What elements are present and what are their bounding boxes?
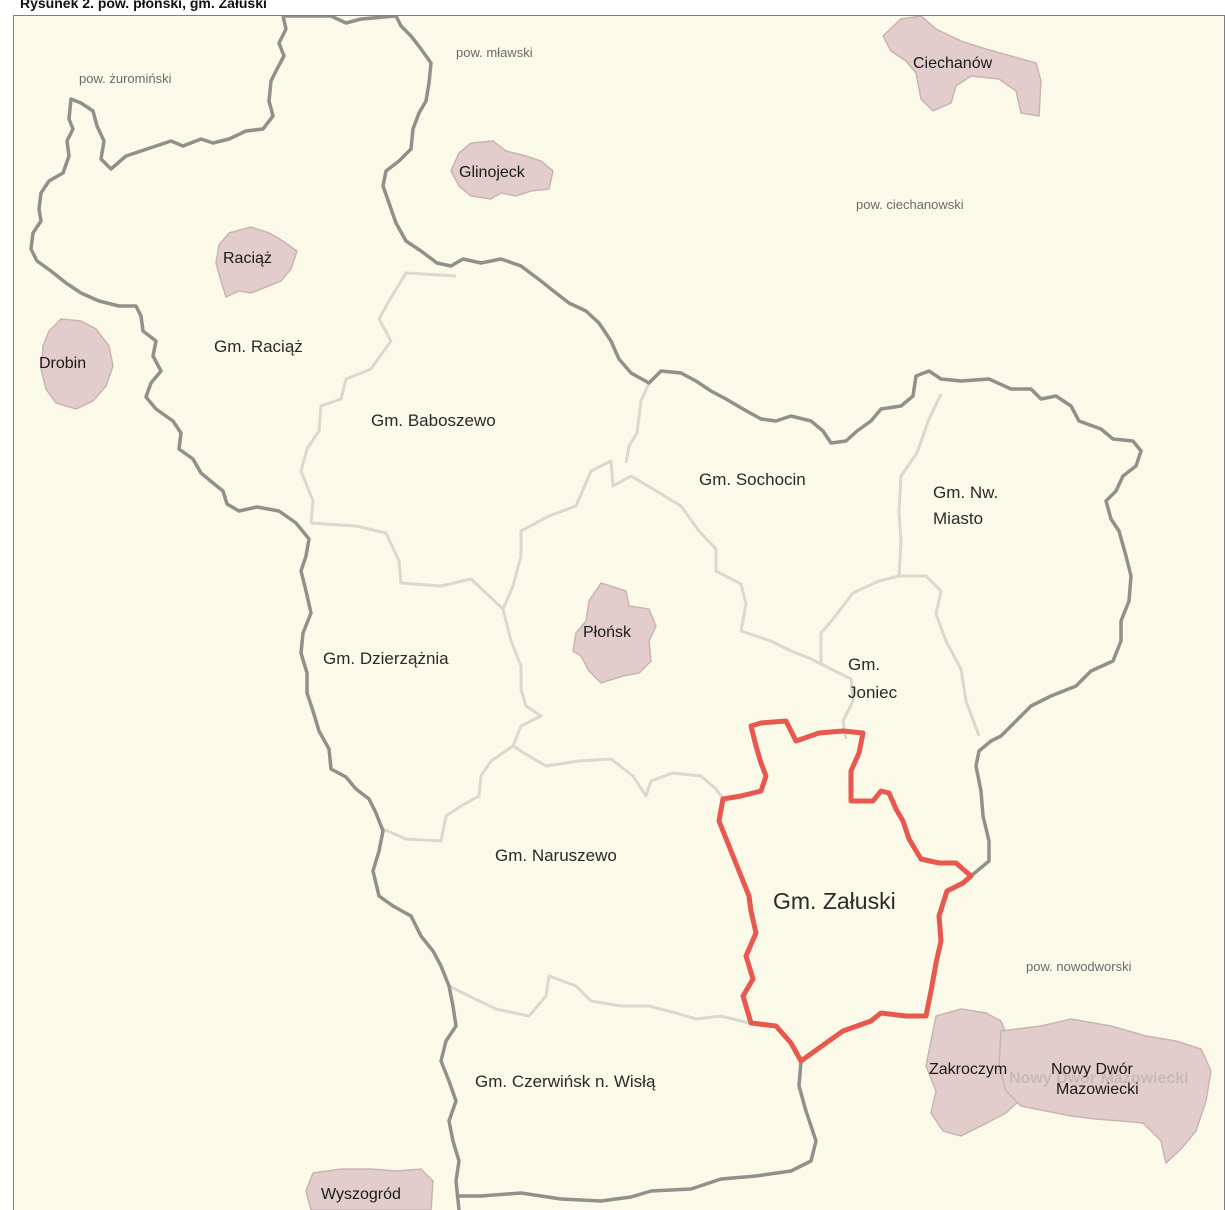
county-border-south [456, 1060, 818, 1203]
gmina-border-joniec-zaluski [820, 662, 855, 740]
gmina-label-nw-miasto-line2: Miasto [933, 509, 983, 528]
county-border-top-notch [283, 16, 397, 25]
town-label-zakroczym: Zakroczym [929, 1061, 1007, 1078]
county-border-west [29, 16, 461, 1210]
county-border-east [381, 16, 1143, 878]
gmina-label-baboszewo: Gm. Baboszewo [371, 411, 496, 430]
map-caption: Rysunek 2. pow. płoński, gm. Załuski [20, 0, 267, 11]
town-area-glinojeck [450, 140, 554, 200]
gmina-border-raciaz-baboszewo [299, 271, 457, 524]
gmina-label-joniec-line1: Gm. [848, 655, 880, 674]
gmina-border-sochocin-joniec [819, 574, 981, 737]
map-canvas: pow. żuromiński pow. mławski pow. ciecha… [29, 16, 1212, 1210]
town-areas [40, 16, 1212, 1210]
town-area-plonsk [572, 582, 657, 684]
town-label-nowy-dwor-faded: Nowy Dwór Mazowiecki [1009, 1070, 1189, 1087]
town-label-nowy-dwor-line1: Nowy Dwór [1051, 1061, 1133, 1078]
town-area-wyszogrod [305, 1168, 434, 1210]
gmina-border-naruszewo-czerwinsk [448, 974, 750, 1025]
gmina-label-dzierzaznia: Gm. Dzierzążnia [323, 649, 449, 668]
town-area-nowy-dwor [998, 1018, 1212, 1165]
gmina-border-baboszewo-plonsk [501, 459, 632, 610]
town-label-plonsk: Płońsk [583, 624, 632, 641]
zaluski-highlight-border [716, 718, 974, 1064]
gmina-label-zaluski: Gm. Załuski [773, 888, 896, 914]
town-labels: Ciechanów Glinojeck Raciąż Drobin Płońsk… [39, 55, 1139, 1203]
county-label-ciechanowski: pow. ciechanowski [856, 197, 964, 212]
town-area-ciechanow [882, 16, 1042, 117]
gmina-label-sochocin: Gm. Sochocin [699, 470, 806, 489]
county-labels: pow. żuromiński pow. mławski pow. ciecha… [79, 45, 1132, 974]
gmina-border-baboszewo-sochocin [624, 382, 651, 464]
town-label-ciechanow: Ciechanów [913, 55, 993, 72]
gmina-label-raciaz: Gm. Raciąż [214, 337, 303, 356]
town-label-drobin: Drobin [39, 355, 86, 372]
county-border [29, 16, 1143, 1210]
gmina-border-baboszewo-dzierzaznia [310, 521, 505, 611]
gmina-label-joniec-line2: Joniec [848, 683, 898, 702]
town-label-wyszogrod: Wyszogród [321, 1186, 401, 1203]
gmina-label-nw-miasto-line1: Gm. Nw. [933, 483, 998, 502]
county-label-mlawski: pow. mławski [456, 45, 533, 60]
town-area-zakroczym [925, 1008, 1022, 1137]
town-label-nowy-dwor-line2: Mazowiecki [1056, 1081, 1139, 1098]
gmina-borders [299, 271, 981, 1025]
gmina-border-dzierzaznia-naruszewo [382, 744, 514, 843]
town-label-raciaz: Raciąż [223, 250, 272, 267]
gmina-label-naruszewo: Gm. Naruszewo [495, 846, 617, 865]
town-area-drobin [40, 318, 114, 410]
gmina-label-czerwinsk: Gm. Czerwińsk n. Wisłą [475, 1072, 656, 1091]
town-label-glinojeck: Glinojeck [459, 164, 526, 181]
gmina-border-dzierzaznia-plonsk [501, 608, 543, 747]
county-label-zurominski: pow. żuromiński [79, 71, 172, 86]
gmina-border-sochocin-nwmiasto [897, 393, 943, 577]
gmina-border-plonsk-naruszewo [512, 744, 725, 800]
gmina-border-plonsk-sochocin [630, 474, 822, 666]
gmina-labels: Gm. Raciąż Gm. Baboszewo Gm. Sochocin Gm… [214, 337, 998, 1091]
town-area-raciaz [215, 226, 298, 299]
map-frame: pow. żuromiński pow. mławski pow. ciecha… [13, 15, 1225, 1210]
county-label-nowodworski: pow. nowodworski [1026, 959, 1132, 974]
